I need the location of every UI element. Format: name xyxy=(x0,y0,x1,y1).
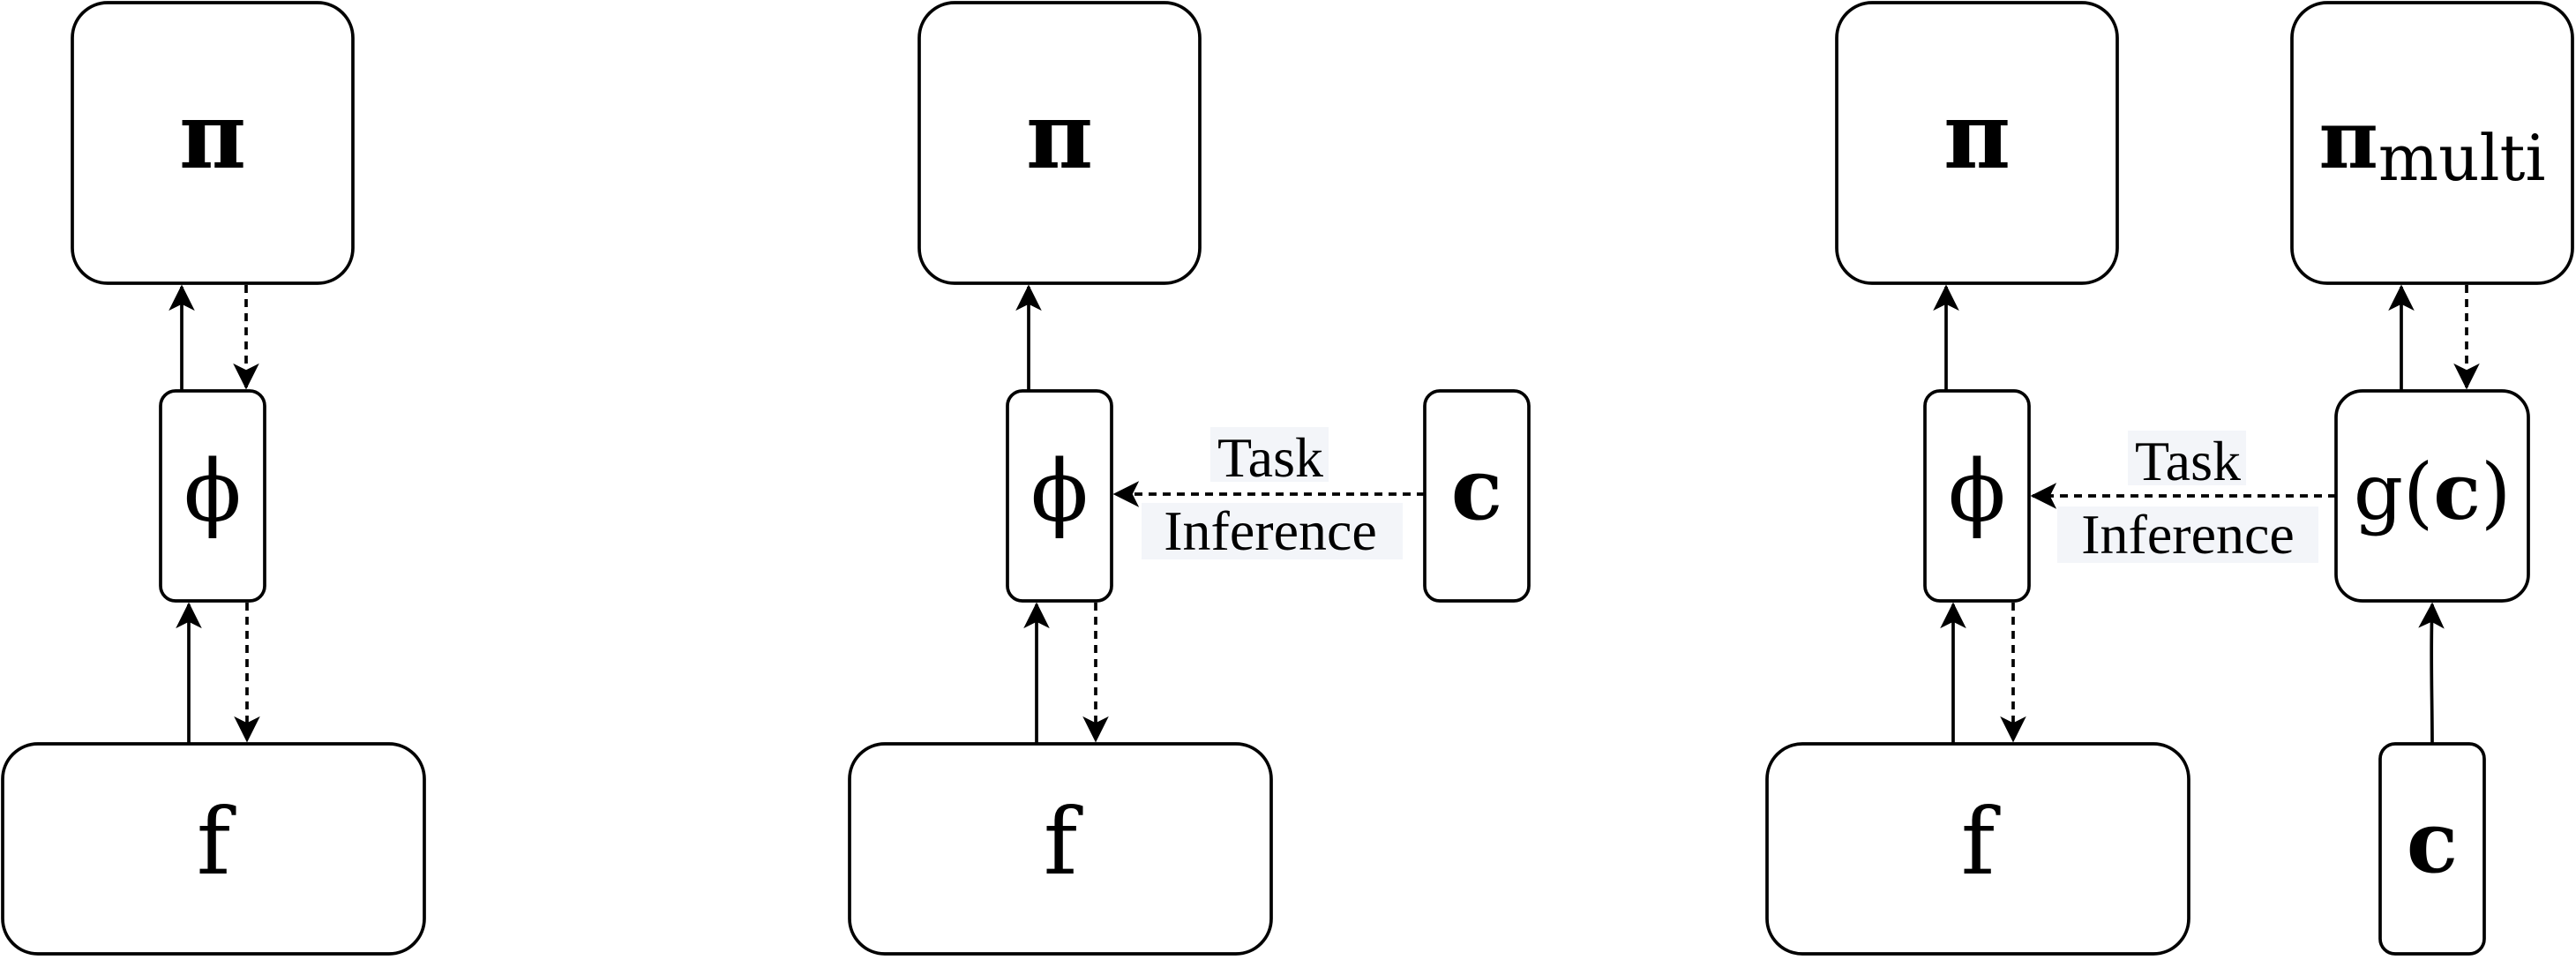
panel-2: π ϕ f c Task Inference xyxy=(848,1,1531,956)
panel-2-context-box xyxy=(1423,389,1531,603)
panel-3-arrow-context-to-context-encoder xyxy=(2418,602,2445,745)
panel-3-environment-box xyxy=(1765,742,2190,956)
panel-3-inference-label-bg xyxy=(2057,506,2318,563)
panel-1-environment-box xyxy=(1,742,426,956)
panel-2-task-label: Task xyxy=(1217,426,1323,489)
panel-3: π ϕ f πmulti g(c) c Task Inference xyxy=(1765,1,2574,956)
panel-1-policy-label: π xyxy=(179,81,246,190)
panel-2-encoder-box xyxy=(1006,389,1113,603)
panel-3-context-encoder-arg: c xyxy=(2433,446,2481,537)
panel-2-inference-label-bg xyxy=(1142,503,1403,559)
panel-3-context-encoder-close: ) xyxy=(2481,446,2511,537)
panel-2-policy-label: π xyxy=(1026,81,1093,190)
panel-2-environment-label: f xyxy=(1044,788,1083,896)
panel-3-encoder-box xyxy=(1923,389,2031,603)
panel-3-environment-label: f xyxy=(1961,788,2001,896)
panel-3-multi-policy-base: π xyxy=(2319,92,2378,187)
panel-3-multi-policy-subscript: multi xyxy=(2378,121,2546,195)
panel-2-context-label: c xyxy=(1451,439,1502,539)
panel-3-context-encoder-func: g xyxy=(2354,446,2403,537)
panel-3-inference-label: Inference xyxy=(2081,503,2295,566)
panel-3-task-label-bg xyxy=(2128,431,2246,485)
panel-2-encoder-label: ϕ xyxy=(1030,442,1088,541)
panel-3-multi-policy-label: πmulti xyxy=(2319,92,2546,195)
panel-3-encoder-label: ϕ xyxy=(1948,442,2005,541)
panel-2-task-label-bg xyxy=(1210,427,1329,482)
panel-3-context-label: c xyxy=(2407,792,2458,892)
panel-2-environment-box xyxy=(848,742,1273,956)
panel-3-policy-label: π xyxy=(1943,81,2011,190)
panel-2-policy-box xyxy=(917,1,1202,285)
panel-1-encoder-label: ϕ xyxy=(183,442,241,541)
panel-1: π ϕ f xyxy=(1,1,426,956)
panel-3-context-encoder-label: g(c) xyxy=(2354,446,2512,537)
panel-3-task-label: Task xyxy=(2135,430,2241,492)
panel-2-inference-label: Inference xyxy=(1164,499,1377,562)
panel-1-encoder-box xyxy=(159,389,266,603)
panel-1-environment-label: f xyxy=(197,788,236,896)
panel-3-multi-policy-box xyxy=(2290,1,2574,285)
panel-3-policy-box xyxy=(1835,1,2119,285)
panel-1-policy-box xyxy=(71,1,355,285)
panel-3-context-encoder-open: ( xyxy=(2403,446,2433,537)
